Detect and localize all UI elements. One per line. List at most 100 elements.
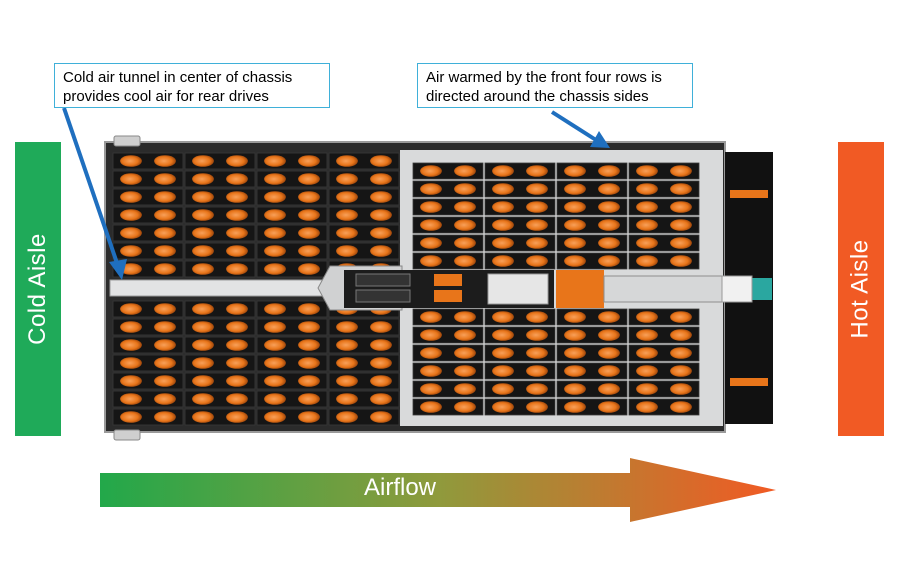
drive-slot: [556, 362, 628, 380]
drive-slot: [112, 206, 184, 224]
callout-warm-air: Air warmed by the front four rows is dir…: [417, 63, 693, 108]
front-drives-top: [112, 152, 400, 278]
drive-slot: [184, 152, 256, 170]
drive-slot: [112, 188, 184, 206]
rear-drives-top: [412, 162, 700, 270]
drive-slot: [484, 362, 556, 380]
left-pointer-arrow: [62, 107, 120, 267]
rear-tunnel-end: [721, 275, 753, 303]
drive-slot: [628, 216, 700, 234]
airflow-arrow: [100, 458, 776, 522]
drive-slot: [412, 216, 484, 234]
drive-slot: [628, 308, 700, 326]
drive-slot: [412, 162, 484, 180]
drive-slot: [112, 152, 184, 170]
rear-accent-bottom: [730, 378, 768, 386]
drive-slot: [184, 206, 256, 224]
drive-slot: [256, 336, 328, 354]
left-pointer-arrowhead: [109, 259, 127, 280]
drive-slot: [256, 188, 328, 206]
drive-array: [112, 152, 700, 426]
drive-slot: [184, 408, 256, 426]
power-module: [556, 270, 604, 308]
drive-slot: [328, 188, 400, 206]
drive-slot: [628, 380, 700, 398]
drive-slot: [412, 362, 484, 380]
drive-slot: [184, 390, 256, 408]
rear-drives-bottom: [412, 308, 700, 416]
chassis-handle-bottom: [113, 429, 141, 441]
callout-cold-air-tunnel: Cold air tunnel in center of chassis pro…: [54, 63, 330, 108]
drive-slot: [412, 398, 484, 416]
drive-slot: [256, 170, 328, 188]
drive-slot: [628, 234, 700, 252]
drive-slot: [184, 170, 256, 188]
drive-slot: [256, 242, 328, 260]
drive-slot: [112, 300, 184, 318]
drive-slot: [412, 326, 484, 344]
drive-slot: [256, 224, 328, 242]
drive-slot: [328, 152, 400, 170]
callout-warm-air-text: Air warmed by the front four rows is dir…: [426, 69, 662, 105]
drive-slot: [484, 398, 556, 416]
drive-slot: [556, 380, 628, 398]
drive-slot: [112, 390, 184, 408]
drive-slot: [556, 234, 628, 252]
drive-slot: [556, 198, 628, 216]
drive-slot: [328, 336, 400, 354]
drive-slot: [628, 198, 700, 216]
drive-slot: [112, 242, 184, 260]
drive-slot: [484, 234, 556, 252]
rear-connector: [752, 278, 772, 300]
drive-slot: [484, 308, 556, 326]
drive-slot: [328, 224, 400, 242]
right-pointer-arrowhead: [590, 131, 610, 148]
drive-slot: [628, 162, 700, 180]
controller-port-1: [355, 273, 411, 287]
right-pointer-arrow: [550, 110, 598, 142]
drive-slot: [184, 188, 256, 206]
drive-slot: [256, 354, 328, 372]
drive-slot: [412, 380, 484, 398]
drive-slot: [112, 260, 184, 278]
drive-slot: [328, 390, 400, 408]
drive-slot: [556, 216, 628, 234]
drive-slot: [112, 372, 184, 390]
drive-slot: [256, 408, 328, 426]
drive-slot: [256, 372, 328, 390]
drive-slot: [628, 252, 700, 270]
drive-slot: [256, 260, 328, 278]
controller-port-2: [355, 289, 411, 303]
drive-slot: [112, 170, 184, 188]
chassis-handle-top: [113, 135, 141, 147]
drive-slot: [184, 224, 256, 242]
drive-slot: [328, 408, 400, 426]
drive-slot: [412, 252, 484, 270]
drive-slot: [412, 234, 484, 252]
drive-slot: [256, 206, 328, 224]
drive-slot: [556, 162, 628, 180]
drive-slot: [412, 180, 484, 198]
drive-slot: [256, 152, 328, 170]
drive-slot: [484, 326, 556, 344]
drive-slot: [328, 372, 400, 390]
drive-slot: [184, 242, 256, 260]
drive-slot: [184, 336, 256, 354]
drive-slot: [628, 344, 700, 362]
controller-latch-1: [434, 274, 462, 286]
drive-slot: [328, 354, 400, 372]
controller-latch-2: [434, 290, 462, 302]
callout-cold-air-tunnel-text: Cold air tunnel in center of chassis pro…: [63, 69, 293, 105]
rear-accent-top: [730, 190, 768, 198]
drive-slot: [328, 318, 400, 336]
hot-aisle-bar: Hot Aisle: [838, 142, 884, 436]
drive-slot: [256, 390, 328, 408]
drive-slot: [328, 242, 400, 260]
drive-slot: [412, 344, 484, 362]
drive-slot: [412, 198, 484, 216]
drive-slot: [556, 344, 628, 362]
drive-slot: [484, 252, 556, 270]
drive-slot: [484, 198, 556, 216]
drive-slot: [556, 326, 628, 344]
